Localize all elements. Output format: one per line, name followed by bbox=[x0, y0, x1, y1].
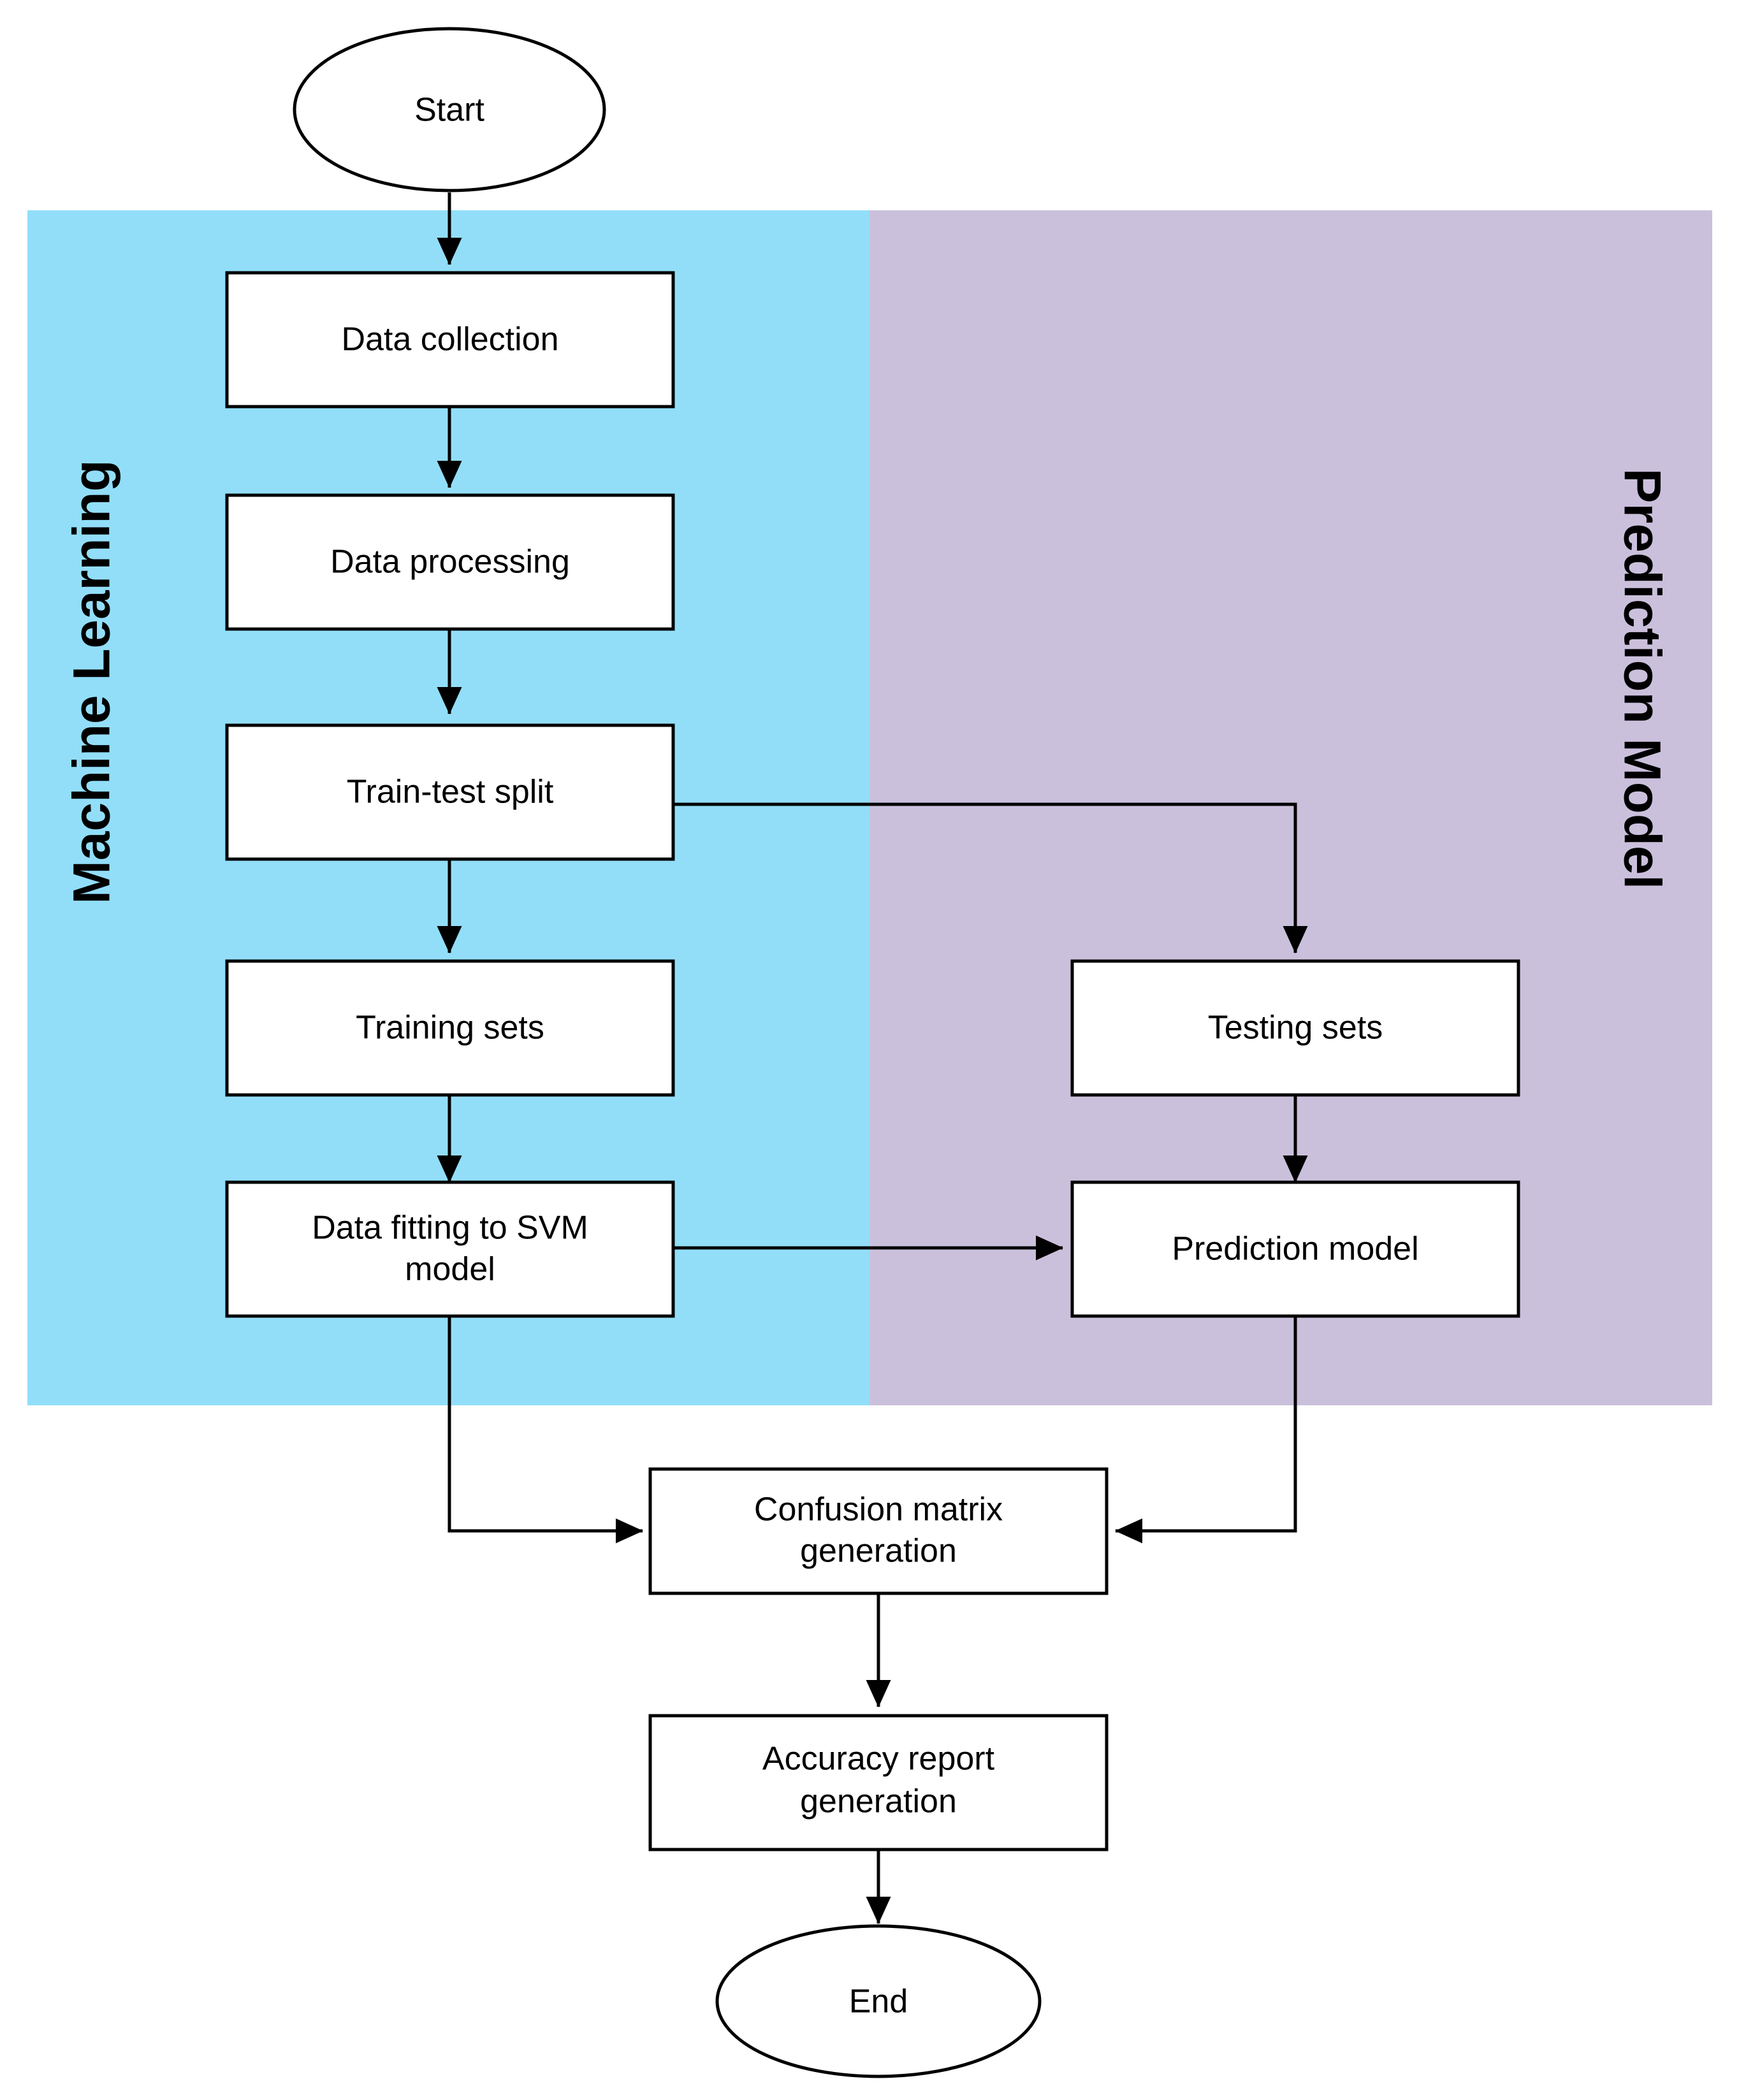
training-sets-label: Training sets bbox=[356, 1010, 544, 1046]
svm-fitting-label-line2: model bbox=[405, 1251, 495, 1288]
edge-train-test-split-to-testing-sets bbox=[674, 802, 1308, 954]
data-collection-box-shape bbox=[225, 271, 675, 409]
prediction-model-box-shape bbox=[1070, 1180, 1520, 1318]
data-collection-label: Data collection bbox=[341, 321, 558, 358]
train-test-split-label: Train-test split bbox=[347, 774, 554, 811]
start-label: Start bbox=[414, 92, 484, 129]
node-training-sets[interactable]: Training sets bbox=[225, 959, 675, 1097]
node-svm-fitting[interactable]: Data fitting to SVM model bbox=[225, 1180, 675, 1318]
end-label: End bbox=[849, 1983, 908, 2020]
node-train-test-split[interactable]: Train-test split bbox=[225, 723, 675, 861]
lane-label-prediction-model-text: Prediction Model bbox=[1613, 468, 1671, 890]
end-ellipse-shape bbox=[715, 1924, 1042, 2078]
confusion-matrix-label-line2: generation bbox=[800, 1533, 957, 1570]
node-prediction-model[interactable]: Prediction model bbox=[1070, 1180, 1520, 1318]
data-processing-box-shape bbox=[225, 493, 675, 631]
confusion-matrix-box-shape bbox=[648, 1467, 1109, 1595]
train-test-split-box-shape bbox=[225, 723, 675, 861]
node-start[interactable]: Start bbox=[293, 27, 606, 192]
accuracy-report-box-shape bbox=[648, 1714, 1109, 1851]
testing-sets-box-shape bbox=[1070, 959, 1520, 1097]
training-sets-box-shape bbox=[225, 959, 675, 1097]
testing-sets-label: Testing sets bbox=[1208, 1010, 1383, 1046]
edge-prediction-model-to-confusion-matrix bbox=[1114, 1314, 1297, 1544]
lane-label-prediction-model: Prediction Model bbox=[1613, 468, 1671, 890]
start-ellipse-shape bbox=[293, 27, 606, 192]
svm-fitting-label-line1: Data fitting to SVM bbox=[312, 1210, 588, 1247]
node-confusion-matrix[interactable]: Confusion matrix generation bbox=[648, 1467, 1109, 1595]
node-end[interactable]: End bbox=[715, 1924, 1042, 2078]
svm-fitting-box-shape bbox=[225, 1180, 675, 1318]
confusion-matrix-label-line1: Confusion matrix bbox=[754, 1491, 1003, 1528]
accuracy-report-label-line1: Accuracy report bbox=[762, 1741, 995, 1778]
node-accuracy-report[interactable]: Accuracy report generation bbox=[648, 1714, 1109, 1851]
data-processing-label: Data processing bbox=[330, 544, 570, 581]
lane-label-machine-learning-text: Machine Learning bbox=[63, 460, 121, 904]
lane-label-machine-learning: Machine Learning bbox=[63, 460, 121, 904]
accuracy-report-label-line2: generation bbox=[800, 1783, 957, 1820]
node-data-processing[interactable]: Data processing bbox=[225, 493, 675, 631]
prediction-model-label: Prediction model bbox=[1172, 1231, 1418, 1268]
node-testing-sets[interactable]: Testing sets bbox=[1070, 959, 1520, 1097]
edge-svm-fitting-to-confusion-matrix bbox=[447, 1314, 644, 1544]
node-data-collection[interactable]: Data collection bbox=[225, 271, 675, 409]
